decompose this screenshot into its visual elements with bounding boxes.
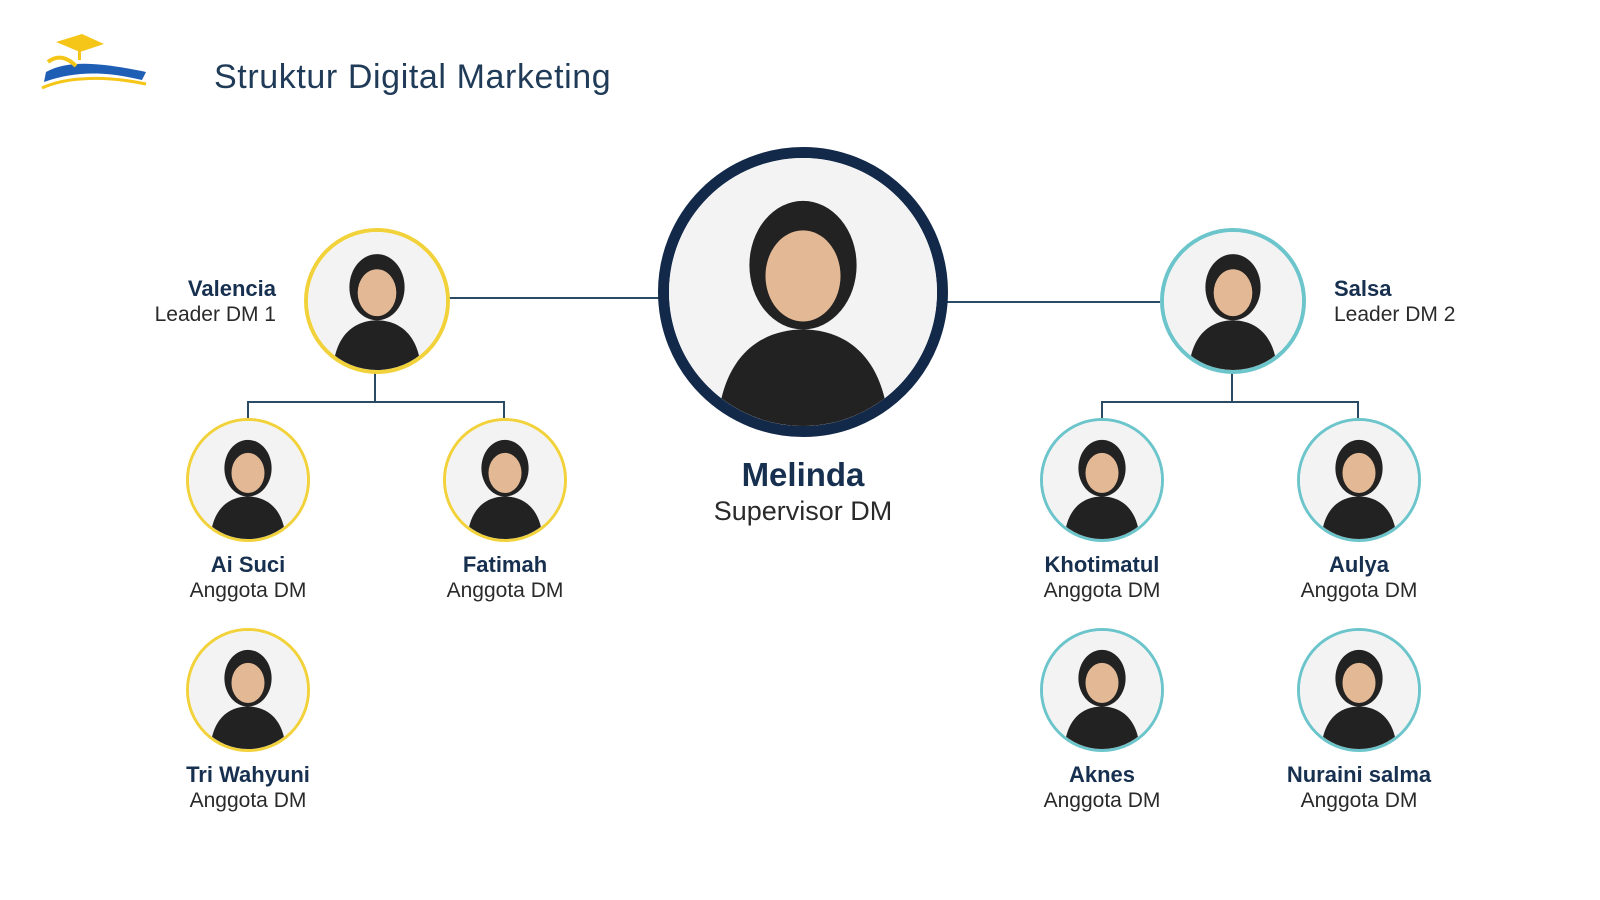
team1-member-3-name: Tri Wahyuni: [186, 762, 310, 787]
team1-member-2-name: Fatimah: [462, 552, 548, 577]
leader-2-role: Leader DM 2: [1334, 303, 1456, 326]
team2-member-2-photo: [1297, 418, 1421, 542]
person-avatar-icon: [189, 421, 307, 539]
team2-member-3-photo: [1040, 628, 1164, 752]
leader-1-photo: [304, 228, 450, 374]
team1-member-1-role: Anggota DM: [189, 579, 307, 602]
team2-member-3-name: Aknes: [1068, 762, 1136, 787]
team1-member-2-role: Anggota DM: [446, 579, 564, 602]
person-avatar-icon: [1043, 631, 1161, 749]
team2-member-4-photo: [1297, 628, 1421, 752]
person-avatar-icon: [189, 631, 307, 749]
team2-member-1-role: Anggota DM: [1043, 579, 1161, 602]
team2-member-1-photo: [1040, 418, 1164, 542]
team2-member-4-name: Nuraini salma: [1286, 762, 1432, 787]
team2-member-4-role: Anggota DM: [1300, 789, 1418, 812]
team1-member-2-photo: [443, 418, 567, 542]
supervisor-name: Melinda: [741, 456, 865, 493]
team2-member-2-role: Anggota DM: [1300, 579, 1418, 602]
team1-member-3-photo: [186, 628, 310, 752]
person-avatar-icon: [308, 232, 446, 370]
team2-member-3-role: Anggota DM: [1043, 789, 1161, 812]
person-avatar-icon: [1300, 631, 1418, 749]
person-avatar-icon: [669, 158, 937, 426]
supervisor-photo: [658, 147, 948, 437]
supervisor-role: Supervisor DM: [713, 496, 893, 526]
team1-member-1-name: Ai Suci: [210, 552, 286, 577]
company-logo: [38, 32, 150, 104]
team2-member-1-name: Khotimatul: [1044, 552, 1160, 577]
leader-1-role: Leader DM 1: [154, 303, 276, 326]
person-avatar-icon: [1164, 232, 1302, 370]
team1-member-1-photo: [186, 418, 310, 542]
leader-2-photo: [1160, 228, 1306, 374]
page-title: Struktur Digital Marketing: [214, 58, 612, 96]
leader-2-name: Salsa: [1334, 276, 1392, 301]
team2-member-2-name: Aulya: [1329, 552, 1389, 577]
person-avatar-icon: [1043, 421, 1161, 539]
person-avatar-icon: [1300, 421, 1418, 539]
graduation-cap-logo-icon: [41, 34, 147, 90]
person-avatar-icon: [446, 421, 564, 539]
leader-1-name: Valencia: [187, 276, 276, 301]
team1-member-3-role: Anggota DM: [189, 789, 307, 812]
